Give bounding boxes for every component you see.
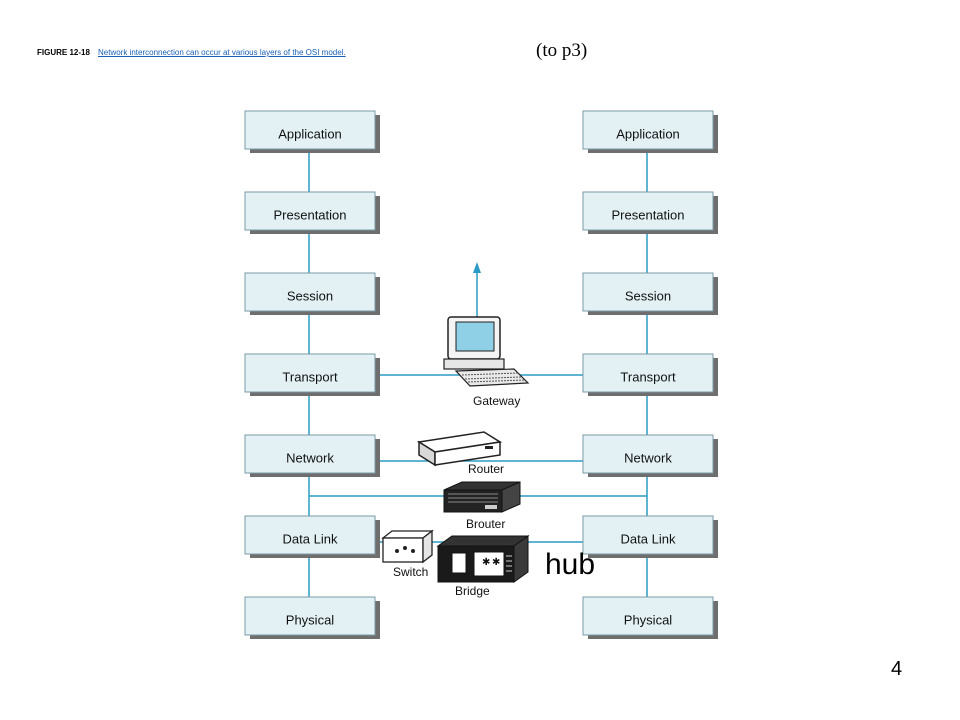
left-layer-data-link: Data Link xyxy=(244,515,380,558)
right-layer-label: Physical xyxy=(624,612,673,627)
figure-caption-link[interactable]: Network interconnection can occur at var… xyxy=(98,48,346,57)
right-layer-label: Transport xyxy=(620,369,676,384)
router-label: Router xyxy=(468,462,504,476)
left-layer-label: Presentation xyxy=(274,207,347,222)
hub-annotation: hub xyxy=(545,548,596,581)
bridge-label: Bridge xyxy=(455,584,490,598)
left-layer-stack: Application Presentation Session Transpo… xyxy=(244,110,380,639)
left-layer-physical: Physical xyxy=(244,596,380,639)
right-layer-application: Application xyxy=(582,110,718,153)
left-layer-transport: Transport xyxy=(244,353,380,396)
svg-text:✱: ✱ xyxy=(482,557,490,568)
switch-icon xyxy=(381,529,434,564)
brouter-icon xyxy=(443,481,521,513)
left-layer-label: Physical xyxy=(286,612,335,627)
left-layer-label: Session xyxy=(287,288,333,303)
svg-text:✱: ✱ xyxy=(492,557,500,568)
switch-label: Switch xyxy=(393,565,428,579)
gateway-computer-icon xyxy=(443,316,530,387)
page-reference-note: (to p3) xyxy=(536,40,588,61)
figure-label: FIGURE 12-18 xyxy=(37,48,90,57)
right-layer-stack: Application Presentation Session Transpo… xyxy=(582,110,718,639)
left-layer-label: Transport xyxy=(282,369,338,384)
gateway-label: Gateway xyxy=(473,394,520,408)
brouter-label: Brouter xyxy=(466,517,505,531)
left-layer-label: Application xyxy=(278,126,342,141)
page-number: 4 xyxy=(891,658,903,680)
right-layer-session: Session xyxy=(582,272,718,315)
left-layer-network: Network xyxy=(244,434,380,477)
left-layer-label: Data Link xyxy=(283,531,338,546)
right-layer-label: Data Link xyxy=(621,531,676,546)
left-layer-session: Session xyxy=(244,272,380,315)
left-layer-presentation: Presentation xyxy=(244,191,380,234)
right-layer-label: Session xyxy=(625,288,671,303)
right-layer-label: Application xyxy=(616,126,680,141)
right-layer-data-link: Data Link xyxy=(582,515,718,558)
right-layer-presentation: Presentation xyxy=(582,191,718,234)
right-layer-label: Network xyxy=(624,450,672,465)
left-layer-label: Network xyxy=(286,450,334,465)
right-layer-network: Network xyxy=(582,434,718,477)
gateway-arrow-head xyxy=(473,262,481,273)
bridge-icon: ✱ ✱ xyxy=(436,535,530,583)
right-layer-physical: Physical xyxy=(582,596,718,639)
right-layer-transport: Transport xyxy=(582,353,718,396)
right-layer-label: Presentation xyxy=(612,207,685,222)
left-layer-application: Application xyxy=(244,110,380,153)
router-icon xyxy=(416,431,503,467)
